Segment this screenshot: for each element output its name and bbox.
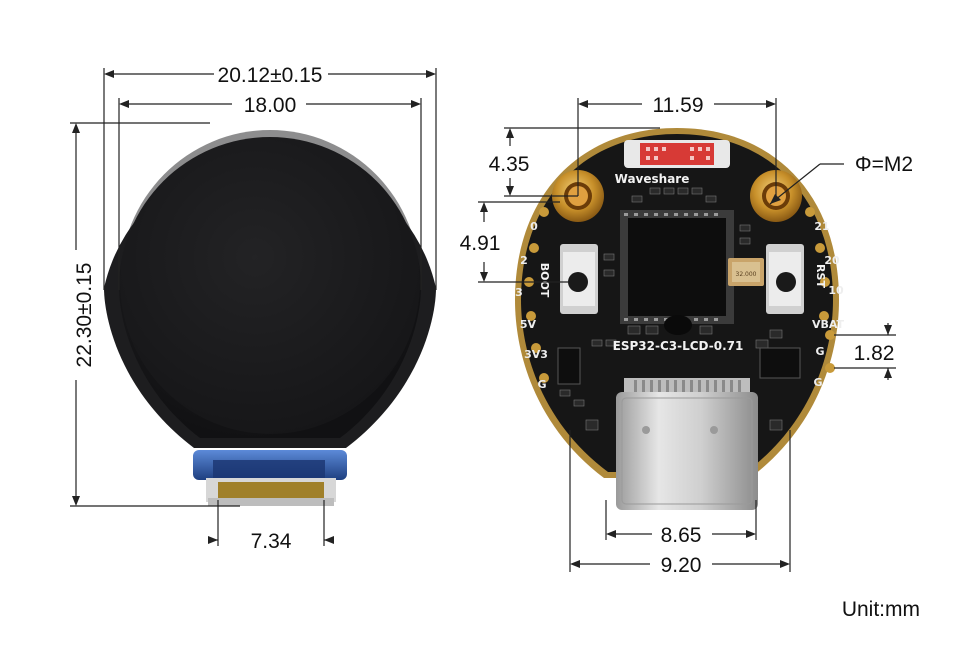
rst-button[interactable]	[766, 244, 804, 314]
usb-c-connector	[616, 378, 758, 510]
right-pin-5: G	[813, 376, 822, 389]
boot-label: BOOT	[538, 263, 551, 298]
usb-c-shell	[616, 392, 758, 510]
dim-fpc-width-label: 7.34	[251, 530, 292, 553]
dim-pin-pitch-label: 1.82	[854, 342, 895, 365]
unit-label: Unit:mm	[842, 598, 920, 621]
dim-hole-top-offset: 4.35	[489, 127, 660, 197]
dim-usb-outer-width: 9.20	[569, 430, 791, 577]
diode	[557, 347, 581, 385]
dim-hole-top-offset-label: 4.35	[489, 153, 530, 176]
dim-hole-size-label: Φ=M2	[855, 153, 913, 176]
dim-hole-spacing: 11.59	[577, 94, 777, 196]
dim-hole-size: Φ=M2	[769, 153, 913, 205]
dim-pin-pitch: 1.82	[834, 323, 896, 380]
smd-components	[559, 187, 783, 431]
model-silkscreen: ESP32-C3-LCD-0.71	[613, 339, 744, 353]
left-pads	[524, 207, 549, 383]
left-pin-5: G	[537, 378, 546, 391]
dim-fpc-width: 7.34	[208, 500, 334, 553]
dim-hole-to-button-label: 4.91	[460, 232, 501, 255]
rst-label: RST	[814, 264, 827, 288]
left-pin-1: 2	[520, 254, 528, 267]
dim-hole-to-button: 4.91	[460, 201, 568, 283]
crystal: 32.000	[728, 258, 764, 286]
dim-usb-width-label: 8.65	[661, 524, 702, 547]
right-pin-1: 20	[824, 254, 840, 267]
regulator-chip	[759, 347, 801, 379]
pcb-board: Waveshare	[515, 128, 845, 510]
brand-silkscreen: Waveshare	[615, 172, 690, 186]
right-pin-2: 10	[828, 284, 844, 297]
dim-usb-width: 8.65	[605, 500, 757, 547]
dim-display-height: 22.30±0.15	[70, 122, 240, 507]
dim-display-width-total: 20.12±0.15	[103, 64, 437, 290]
left-pin-3: 5V	[520, 318, 537, 331]
dim-display-width-active: 18.00	[118, 94, 422, 290]
dim-hole-spacing-label: 11.59	[653, 94, 704, 117]
dim-display-width-total-label: 20.12±0.15	[218, 64, 323, 87]
dim-display-height-label: 22.30±0.15	[73, 263, 96, 368]
left-pin-4: 3V3	[524, 348, 548, 361]
esp32-chip	[620, 210, 734, 324]
left-pin-2: 3	[515, 286, 523, 299]
right-pin-3: VBAT	[812, 318, 845, 331]
right-pin-labels: 21 20 10 VBAT G G	[812, 220, 845, 389]
left-pin-labels: 0 2 3 5V 3V3 G	[515, 220, 548, 391]
right-pin-4: G	[815, 345, 824, 358]
right-pin-0: 21	[814, 220, 829, 233]
dim-usb-outer-width-label: 9.20	[661, 554, 702, 577]
dim-display-width-active-label: 18.00	[244, 94, 297, 117]
crystal-label: 32.000	[736, 271, 757, 278]
left-pin-0: 0	[530, 220, 538, 233]
display-module	[104, 130, 436, 506]
boot-button[interactable]	[560, 244, 598, 314]
right-pads	[805, 207, 835, 373]
